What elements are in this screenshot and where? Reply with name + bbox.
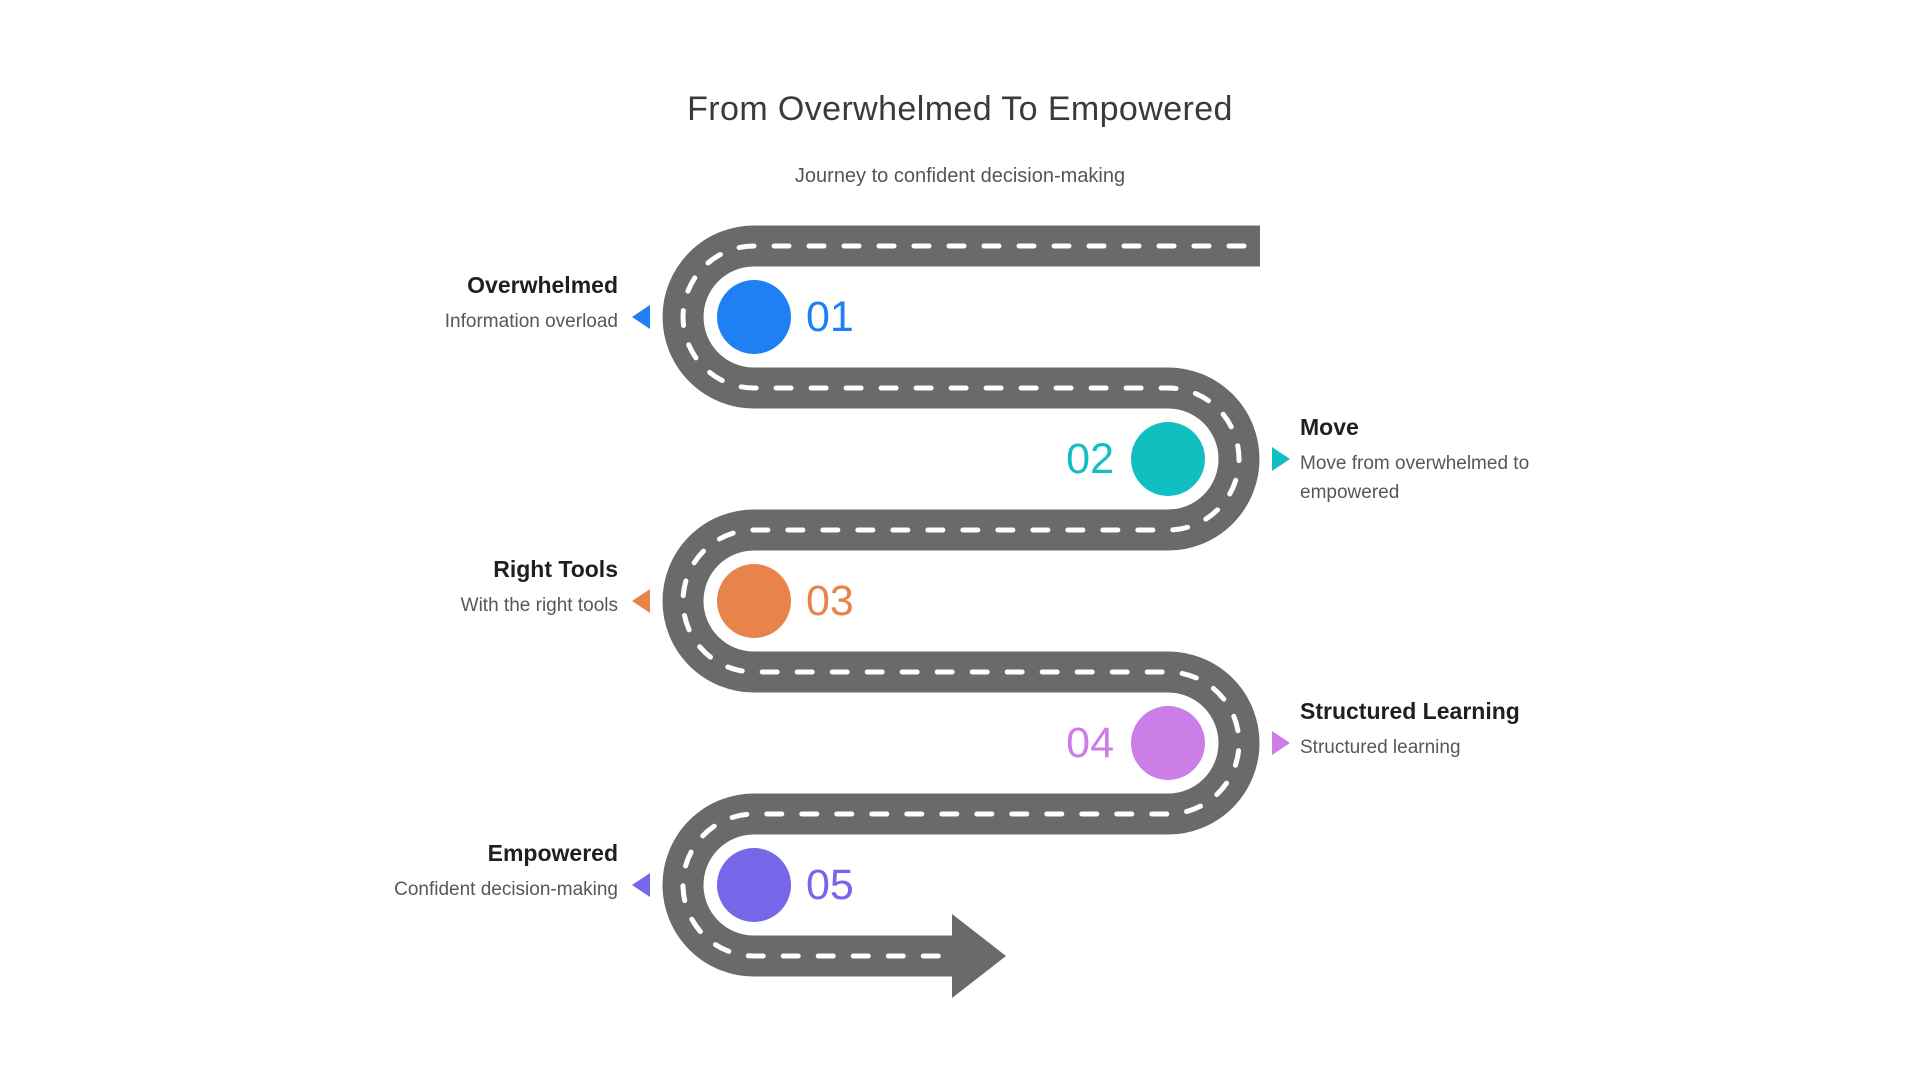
road-arrowhead-icon bbox=[952, 914, 1006, 998]
milestone-description: Move from overwhelmed to empowered bbox=[1300, 453, 1530, 503]
milestone-label: Empowered Confident decision-making bbox=[394, 839, 618, 904]
milestone-label: Right Tools With the right tools bbox=[461, 555, 618, 620]
milestone-dot bbox=[717, 280, 791, 354]
milestone-number: 05 bbox=[806, 861, 854, 909]
milestone-title: Structured Learning bbox=[1300, 698, 1520, 724]
milestone-label: Structured Learning Structured learning bbox=[1300, 697, 1520, 762]
milestone-description: Structured learning bbox=[1300, 737, 1461, 758]
road-lane-markings bbox=[680, 243, 1247, 959]
milestone-description: Confident decision-making bbox=[394, 879, 618, 900]
milestone-title: Move bbox=[1300, 414, 1359, 440]
page-subtitle: Journey to confident decision-making bbox=[794, 165, 1126, 187]
milestone-number: 02 bbox=[1066, 435, 1114, 483]
milestone-description: With the right tools bbox=[460, 595, 618, 616]
milestone-label: Move Move from overwhelmed to empowered bbox=[1300, 413, 1555, 507]
milestone-title: Empowered bbox=[487, 840, 618, 866]
milestone-title: Right Tools bbox=[493, 556, 618, 582]
milestone-label: Overwhelmed Information overload bbox=[445, 271, 618, 336]
page-title: From Overwhelmed To Empowered bbox=[687, 90, 1233, 128]
milestone-number: 04 bbox=[1066, 719, 1114, 767]
milestone-number: 03 bbox=[806, 577, 854, 625]
milestone-dot bbox=[1131, 422, 1205, 496]
milestone-description: Information overload bbox=[444, 311, 618, 332]
milestone-dot bbox=[717, 848, 791, 922]
milestone-title: Overwhelmed bbox=[467, 272, 618, 298]
milestone-dot bbox=[717, 564, 791, 638]
milestone-dot bbox=[1131, 706, 1205, 780]
milestone-number: 01 bbox=[806, 293, 854, 341]
